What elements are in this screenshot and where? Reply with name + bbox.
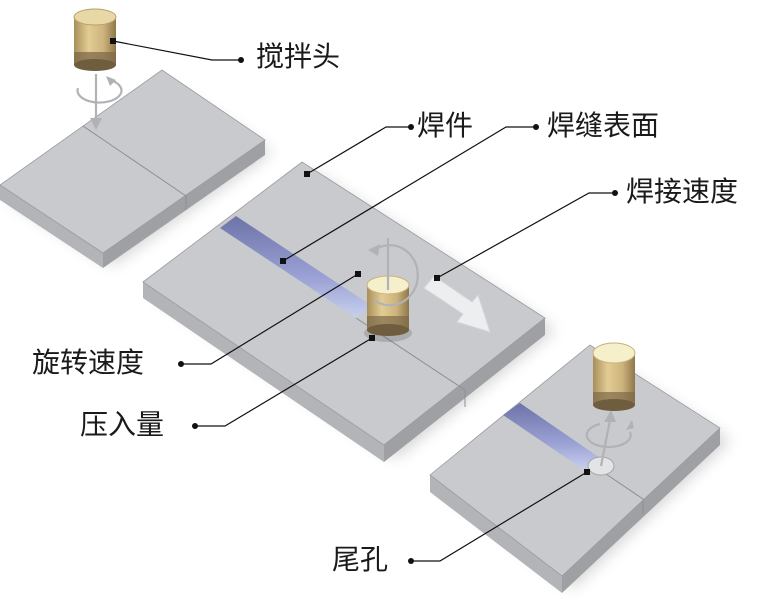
tool-plunge — [73, 8, 117, 71]
leader-rotation-speed — [182, 273, 359, 365]
label-rotation-speed: 旋转速度 — [30, 346, 147, 379]
leader-exit-hole — [412, 471, 588, 562]
welding-direction-arrow-icon — [423, 275, 491, 333]
leader-plunge-depth — [196, 337, 373, 427]
plate-1 — [0, 69, 272, 268]
leader-weld-surface — [282, 126, 535, 262]
rotation-arrow-icon — [368, 238, 419, 307]
plunge-arrow-icon — [76, 74, 123, 130]
label-workpiece: 焊件 — [415, 109, 476, 142]
label-plunge-depth: 压入量 — [78, 408, 167, 441]
label-tool: 搅拌头 — [254, 40, 343, 73]
tool-retract — [592, 342, 636, 411]
weld-seam-2 — [503, 403, 600, 470]
plate-2 — [142, 161, 555, 462]
leader-workpiece — [306, 126, 410, 175]
label-welding-speed: 焊接速度 — [624, 175, 741, 208]
retract-arrow-icon — [585, 410, 634, 467]
leader-welding-speed — [436, 192, 614, 279]
weld-seam — [220, 216, 372, 318]
label-exit-hole: 尾孔 — [330, 543, 391, 576]
leader-lines — [110, 38, 618, 564]
label-weld-surface: 焊缝表面 — [545, 109, 662, 142]
leader-tool — [112, 40, 240, 61]
